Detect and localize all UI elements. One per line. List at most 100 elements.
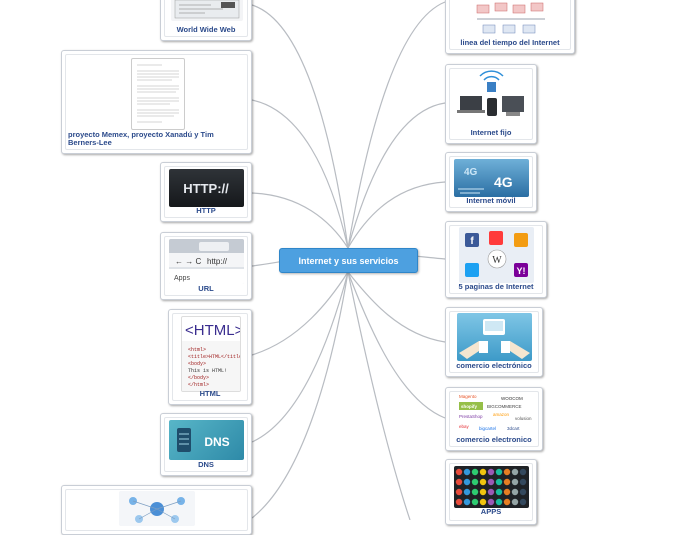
- svg-text:</body>: </body>: [188, 375, 209, 381]
- connector-timeline: [347, 1, 446, 249]
- app-dot: [471, 478, 479, 486]
- www-diagram-icon: [171, 0, 243, 21]
- node-internet-movil[interactable]: 4G 4G Internet móvil: [445, 152, 537, 212]
- connector-http: [251, 192, 349, 249]
- app-dot: [471, 498, 479, 506]
- node-html[interactable]: <HTML> <html> <title>HTML</title> <body>…: [168, 309, 252, 405]
- node-label: URL: [198, 284, 214, 293]
- apps-grid-icon: [454, 466, 529, 508]
- node-label: 5 paginas de Internet: [458, 282, 534, 291]
- node-label: linea del tiempo del Internet: [460, 38, 560, 47]
- node-comercio-electronico-1[interactable]: comercio electrónico: [445, 307, 543, 377]
- connector-internet-movil: [347, 181, 446, 249]
- node-internet-fijo[interactable]: Internet fijo: [445, 64, 537, 144]
- svg-text:shopify: shopify: [461, 404, 477, 409]
- connector-comercio-1: [347, 271, 446, 343]
- svg-text:<title>HTML</title>: <title>HTML</title>: [188, 354, 240, 360]
- app-dot: [495, 488, 503, 496]
- app-dot: [519, 498, 527, 506]
- connector-memex: [251, 99, 349, 249]
- svg-text:bigcartel: bigcartel: [479, 426, 496, 431]
- svg-text:DNS: DNS: [204, 435, 229, 449]
- ecommerce-hands-icon: [457, 313, 532, 361]
- node-label: HTML: [199, 389, 221, 398]
- connector-internet-fijo: [347, 102, 446, 249]
- svg-text:http://: http://: [207, 257, 228, 266]
- svg-text:<HTML>: <HTML>: [185, 322, 240, 339]
- dns-server-icon: DNS: [169, 420, 244, 460]
- node-comercio-electronico-2[interactable]: Magento WOOCOM shopify BIGCOMMERCE Prest…: [445, 387, 543, 451]
- node-5-paginas[interactable]: f W Y! 5 paginas de Internet: [445, 221, 547, 298]
- connector-comercio-2: [347, 271, 446, 419]
- node-label: comercio electrónico: [456, 361, 532, 370]
- svg-text:Y!: Y!: [517, 266, 526, 276]
- svg-text:← → C: ← → C: [175, 257, 201, 266]
- timeline-icon: [473, 0, 549, 37]
- app-dot: [511, 498, 519, 506]
- app-dot: [487, 468, 495, 476]
- node-label: Internet fijo: [470, 128, 512, 137]
- app-dot: [519, 468, 527, 476]
- app-dot: [479, 478, 487, 486]
- app-dot: [511, 478, 519, 486]
- app-dot: [503, 478, 511, 486]
- node-label: proyecto Memex, proyecto Xanadú y Tim Be…: [68, 130, 214, 147]
- app-dot: [487, 478, 495, 486]
- node-network[interactable]: [61, 485, 252, 535]
- app-dot: [487, 498, 495, 506]
- node-label: comercio electronico: [456, 435, 532, 444]
- svg-text:ebay: ebay: [459, 424, 470, 429]
- node-memex-xanadu[interactable]: proyecto Memex, proyecto Xanadú y Tim Be…: [61, 50, 252, 154]
- svg-text:WOOCOM: WOOCOM: [501, 396, 523, 401]
- app-dot: [495, 498, 503, 506]
- svg-text:PrestaShop: PrestaShop: [459, 414, 483, 419]
- svg-text:amazon: amazon: [493, 412, 510, 417]
- app-dot: [511, 468, 519, 476]
- svg-text:</html>: </html>: [188, 382, 209, 388]
- wifi-devices-icon: [454, 70, 529, 126]
- app-dot: [463, 468, 471, 476]
- node-timeline[interactable]: linea del tiempo del Internet: [445, 0, 575, 54]
- svg-text:Magento: Magento: [459, 394, 477, 399]
- app-dot: [519, 478, 527, 486]
- node-world-wide-web[interactable]: World Wide Web: [160, 0, 252, 41]
- app-dot: [455, 498, 463, 506]
- app-dot: [479, 468, 487, 476]
- app-dot: [471, 468, 479, 476]
- svg-text:f: f: [470, 236, 474, 247]
- central-topic[interactable]: Internet y sus servicios: [279, 248, 418, 273]
- svg-text:3dcart: 3dcart: [507, 426, 520, 431]
- node-dns[interactable]: DNS DNS: [160, 413, 252, 476]
- svg-text:4G: 4G: [494, 174, 513, 190]
- app-dot: [511, 488, 519, 496]
- 4g-icon: 4G 4G: [454, 159, 529, 197]
- node-label: Internet móvil: [466, 196, 516, 205]
- node-http[interactable]: HTTP:// HTTP: [160, 162, 252, 222]
- app-dot: [455, 478, 463, 486]
- ecommerce-logos-icon: Magento WOOCOM shopify BIGCOMMERCE Prest…: [457, 392, 533, 434]
- node-apps[interactable]: APPS: [445, 459, 537, 525]
- http-icon: HTTP://: [169, 169, 244, 207]
- app-dot: [463, 478, 471, 486]
- app-dot: [455, 488, 463, 496]
- connector-world-wide-web: [251, 4, 349, 249]
- app-dot: [503, 498, 511, 506]
- svg-text:<html>: <html>: [188, 347, 206, 353]
- app-dot: [479, 488, 487, 496]
- node-label: World Wide Web: [176, 25, 236, 34]
- svg-text:4G: 4G: [464, 167, 478, 178]
- node-label: HTTP: [196, 206, 216, 215]
- node-url[interactable]: ← → C http:// Apps URL: [160, 232, 252, 300]
- connector-apps: [347, 271, 411, 520]
- svg-text:This is HTML!: This is HTML!: [188, 368, 227, 374]
- svg-text:volusion: volusion: [515, 416, 532, 421]
- connector-html: [251, 271, 349, 356]
- connector-network: [251, 271, 349, 519]
- app-dot: [503, 468, 511, 476]
- svg-text:W: W: [492, 255, 502, 266]
- social-apps-icon: f W Y!: [459, 227, 534, 283]
- svg-text:<body>: <body>: [188, 361, 206, 367]
- node-label: DNS: [198, 460, 214, 469]
- app-dot: [479, 498, 487, 506]
- html-code-icon: <HTML> <html> <title>HTML</title> <body>…: [181, 316, 241, 392]
